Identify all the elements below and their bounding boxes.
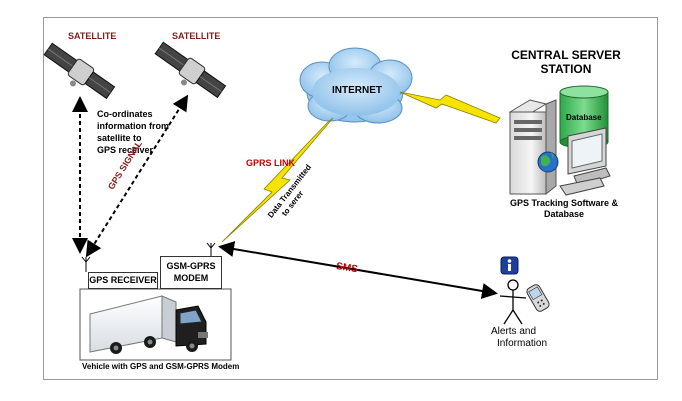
satellite-right-label: SATELLITE xyxy=(172,31,221,41)
server-icon xyxy=(508,99,557,196)
modem-box: GSM-GPRS MODEM xyxy=(160,256,222,289)
alerts-line-2: Information xyxy=(497,338,548,349)
coordinates-note-line-4: GPS receiver xyxy=(97,145,154,155)
vehicle-enclosure xyxy=(79,288,232,361)
mobile-phone-icon xyxy=(526,284,550,312)
monitor-icon xyxy=(559,127,611,196)
gps-receiver-box: GPS RECEIVER xyxy=(88,272,158,289)
central-server-title-2: STATION xyxy=(540,62,592,76)
globe-icon xyxy=(537,151,559,173)
server-caption-2: Database xyxy=(543,209,585,219)
info-icon xyxy=(500,256,519,275)
central-server-title-1: CENTRAL SERVER xyxy=(511,48,621,62)
vehicle-caption: Vehicle with GPS and GSM-GPRS Modem xyxy=(82,362,240,371)
coordinates-note-line-1: Co-ordinates xyxy=(97,109,153,119)
server-caption-1: GPS Tracking Software & xyxy=(509,198,619,208)
satellite-left-icon xyxy=(43,42,116,100)
coordinates-note-line-2: information from xyxy=(97,121,169,131)
alerts-line-1: Alerts and xyxy=(491,326,537,337)
coordinates-note: Co-ordinates information from satellite … xyxy=(97,108,169,156)
sms-arrow xyxy=(218,241,498,299)
antenna-modem-icon xyxy=(206,242,216,256)
database-label: Database xyxy=(566,113,602,122)
gprs-link-label: GPRS LINK xyxy=(246,158,296,168)
internet-cloud-icon xyxy=(299,47,413,124)
internet-label: INTERNET xyxy=(332,85,382,96)
coordinates-note-line-3: satellite to xyxy=(97,133,142,143)
modem-label-2: MODEM xyxy=(173,273,209,283)
lightning-cloud-server-icon xyxy=(399,91,501,124)
person-icon xyxy=(499,279,527,325)
truck-icon xyxy=(89,295,208,354)
diagram-frame xyxy=(43,17,658,380)
modem-label-1: GSM-GPRS xyxy=(166,261,216,271)
satellite-right-icon xyxy=(154,41,227,99)
satellite-left-label: SATELLITE xyxy=(68,31,117,41)
antenna-gps-icon xyxy=(81,256,91,272)
lightning-gprs-link-icon xyxy=(221,117,334,243)
gps-signal-arrow-right xyxy=(85,94,189,258)
